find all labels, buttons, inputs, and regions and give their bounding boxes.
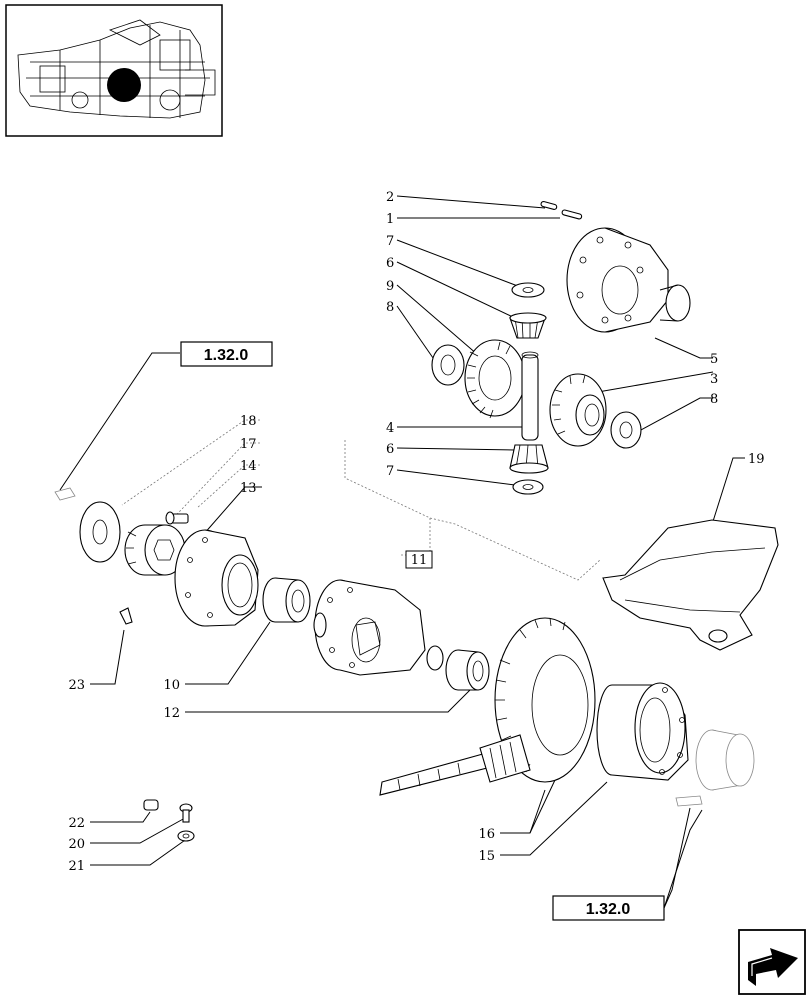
callout-4: 4 [386, 421, 394, 436]
referenced-ring-gear [695, 729, 755, 791]
callout-19: 19 [748, 452, 765, 467]
callout-2: 2 [386, 190, 394, 205]
referenced-bolt-right [675, 795, 703, 807]
spider-shaft-part-4 [521, 351, 539, 441]
group-label: 11 [411, 553, 428, 568]
bearing-part-10 [262, 577, 311, 623]
callout-22: 22 [68, 816, 85, 831]
bearing-support-part-15 [596, 682, 689, 781]
callout-6: 6 [386, 256, 394, 271]
callout-15: 15 [478, 849, 495, 864]
callout-17: 17 [240, 437, 257, 452]
thrust-washer-part-18 [79, 501, 121, 563]
callout-5: 5 [710, 352, 718, 367]
splined-ring-part-17 [124, 524, 186, 576]
screw-part-14 [165, 511, 189, 525]
thrust-washer-part-7-bottom [512, 479, 544, 495]
callout-6: 6 [386, 442, 394, 457]
reference-box-bottom[interactable]: 1.32.0 [552, 895, 665, 921]
pinion-gear-part-6-bottom [509, 444, 549, 474]
spring-pin-part-23 [119, 607, 133, 625]
callout-13: 13 [240, 481, 257, 496]
location-marker [107, 68, 141, 102]
callout-21: 21 [68, 859, 85, 874]
callout-14: 14 [240, 459, 257, 474]
callout-20: 20 [68, 837, 85, 852]
callout-3: 3 [710, 372, 718, 387]
arrow-next-page-icon[interactable] [738, 929, 806, 995]
pin-part-1 [561, 209, 583, 220]
screw-part-20 [179, 803, 193, 823]
reference-label: 1.32.0 [204, 347, 249, 364]
callout-7: 7 [386, 464, 394, 479]
thrust-washer-part-7-top [511, 282, 545, 298]
bearing-support-part-13 [174, 529, 259, 627]
pinion-gear-part-6-top [509, 312, 547, 339]
washer-part-21 [177, 830, 195, 842]
referenced-bolt-left [54, 487, 76, 501]
callout-8: 8 [710, 392, 718, 407]
differential-assembly-part-11 [313, 579, 444, 676]
guard-plate-part-19 [602, 519, 779, 651]
callout-8: 8 [386, 300, 394, 315]
group-box-11: 11 [405, 550, 433, 569]
callout-12: 12 [163, 706, 180, 721]
callout-16: 16 [478, 827, 495, 842]
callout-10: 10 [163, 678, 180, 693]
shim-part-8-left [431, 344, 465, 386]
side-gear-part-3 [549, 373, 607, 447]
callout-1: 1 [386, 212, 394, 227]
pin-part-2 [540, 201, 558, 210]
differential-housing-part-5 [566, 227, 691, 333]
callout-7: 7 [386, 234, 394, 249]
crown-wheel-and-pinion-part-16 [379, 617, 596, 796]
reference-label: 1.32.0 [586, 901, 631, 918]
callout-9: 9 [386, 279, 394, 294]
side-gear-part-9 [464, 339, 526, 419]
bearing-part-12 [445, 649, 490, 691]
callout-numbers: 2 1 7 6 9 8 5 3 8 4 6 7 19 18 17 14 13 1… [68, 190, 764, 874]
shim-part-8-right [610, 411, 642, 449]
reference-box-top[interactable]: 1.32.0 [180, 341, 273, 367]
assembly-thumbnail[interactable] [5, 4, 223, 137]
plug-part-22 [143, 799, 159, 811]
callout-18: 18 [240, 414, 257, 429]
callout-23: 23 [68, 678, 85, 693]
